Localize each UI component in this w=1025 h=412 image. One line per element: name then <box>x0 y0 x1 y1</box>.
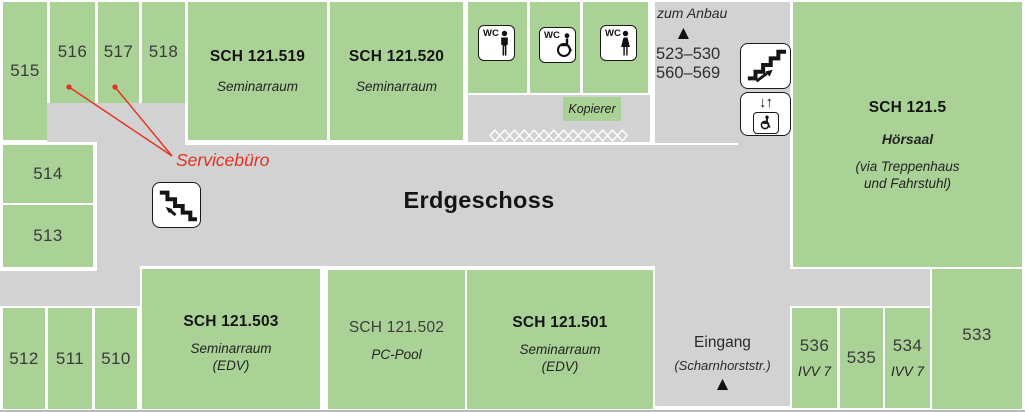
room-label: 511 <box>55 348 85 368</box>
room-label: 515 <box>10 61 40 80</box>
elevator-wheelchair-icon <box>752 111 779 134</box>
room-sch-121-502: SCH 121.502 PC-Pool <box>328 270 465 409</box>
zum-anbau-label: zum Anbau <box>657 5 728 21</box>
room-label: 534 <box>892 335 923 355</box>
stairs-up-icon <box>740 43 791 89</box>
wc-men-icon: WC <box>478 25 515 61</box>
wc-women-icon: WC <box>600 25 637 61</box>
room-536: 536 IVV 7 <box>792 308 837 408</box>
room-sublabel: IVV 7 <box>890 363 925 379</box>
map-bottom-edge <box>0 410 1025 412</box>
room-sch-121-503: SCH 121.503 Seminarraum (EDV) <box>142 269 320 409</box>
corridor-segment <box>97 266 140 306</box>
entrance-label: Eingang <box>694 334 751 351</box>
range-1: 523–530 <box>656 45 721 63</box>
room-subtitle: Seminarraum <box>190 341 272 357</box>
wc-label: WC <box>544 30 560 41</box>
room-label: 512 <box>9 348 39 368</box>
elevator-icon: ↓↑ <box>740 92 791 136</box>
wheelchair-pictogram-icon <box>557 33 573 57</box>
room-subtitle: Seminarraum <box>355 79 438 94</box>
room-sch-121-501: SCH 121.501 Seminarraum (EDV) <box>467 270 653 409</box>
room-sublabel: IVV 7 <box>797 363 832 379</box>
room-511: 511 <box>48 308 92 409</box>
wc-wheelchair-icon: WC <box>539 27 576 63</box>
room-510: 510 <box>95 308 137 409</box>
corridor-segment <box>790 269 930 306</box>
room-title: SCH 121.502 <box>348 319 445 337</box>
anbau-room-ranges: 523–530 560–569 <box>656 45 720 84</box>
room-subtitle: Seminarraum <box>216 79 299 94</box>
stairs-down-icon <box>152 182 201 228</box>
room-535: 535 <box>840 308 883 408</box>
room-517: 517 <box>98 2 139 103</box>
room-subtitle: PC-Pool <box>371 347 422 363</box>
room-title: SCH 121.5 <box>868 98 947 116</box>
wc-label: WC <box>605 28 621 39</box>
room-subtitle: Hörsaal <box>881 130 934 147</box>
room-title: SCH 121.501 <box>512 313 608 331</box>
room-label: 513 <box>33 226 63 245</box>
floor-title: Erdgeschoss <box>403 187 555 213</box>
wc-label: WC <box>483 28 499 39</box>
arrow-up-icon: ▲ <box>713 374 732 395</box>
room-515: 515 <box>3 2 47 140</box>
man-pictogram-icon <box>501 30 508 56</box>
servicebuero-label: Servicebüro <box>176 150 270 170</box>
room-title: SCH 121.503 <box>183 313 279 331</box>
room-label: 535 <box>846 348 877 367</box>
room-note: und Fahrstuhl) <box>863 175 952 191</box>
room-label: 517 <box>103 42 134 61</box>
room-label: 516 <box>57 42 88 61</box>
room-513: 513 <box>3 205 93 267</box>
room-label: 533 <box>962 325 992 344</box>
kopierer-room: Kopierer <box>563 97 621 121</box>
corridor-segment-kopierer <box>468 95 650 142</box>
room-label: 514 <box>33 164 63 183</box>
range-2: 560–569 <box>656 64 721 83</box>
entrance-street-label: (Scharnhorststr.) <box>674 358 771 373</box>
room-note: (EDV) <box>541 358 579 374</box>
entrance-block: Eingang (Scharnhorststr.) ▲ <box>655 334 790 395</box>
room-534: 534 IVV 7 <box>885 308 930 408</box>
room-subtitle: Seminarraum <box>519 341 601 357</box>
room-514: 514 <box>3 145 93 203</box>
room-title: SCH 121.519 <box>209 48 306 65</box>
room-533: 533 <box>932 269 1022 409</box>
room-title: SCH 121.520 <box>348 48 445 65</box>
woman-pictogram-icon <box>621 30 630 56</box>
room-note: (via Treppenhaus <box>855 158 960 174</box>
room-label: 518 <box>148 42 179 61</box>
room-sch-121-519: SCH 121.519 Seminarraum <box>188 2 327 140</box>
room-note: (EDV) <box>212 358 250 373</box>
arrow-up-icon: ▲ <box>674 23 693 44</box>
room-sch-121-5: SCH 121.5 Hörsaal (via Treppenhaus und F… <box>793 2 1022 267</box>
corridor-segment <box>97 145 790 266</box>
corridor-segment <box>738 141 790 147</box>
room-label: 536 <box>799 335 830 355</box>
room-516: 516 <box>50 2 95 103</box>
room-512: 512 <box>3 308 45 409</box>
corridor-segment-eingang <box>655 266 790 406</box>
room-518: 518 <box>142 2 185 103</box>
room-label: 510 <box>101 348 131 368</box>
kopierer-label: Kopierer <box>568 102 616 116</box>
room-sch-121-520: SCH 121.520 Seminarraum <box>330 2 463 140</box>
elevator-arrows: ↓↑ <box>759 93 773 111</box>
